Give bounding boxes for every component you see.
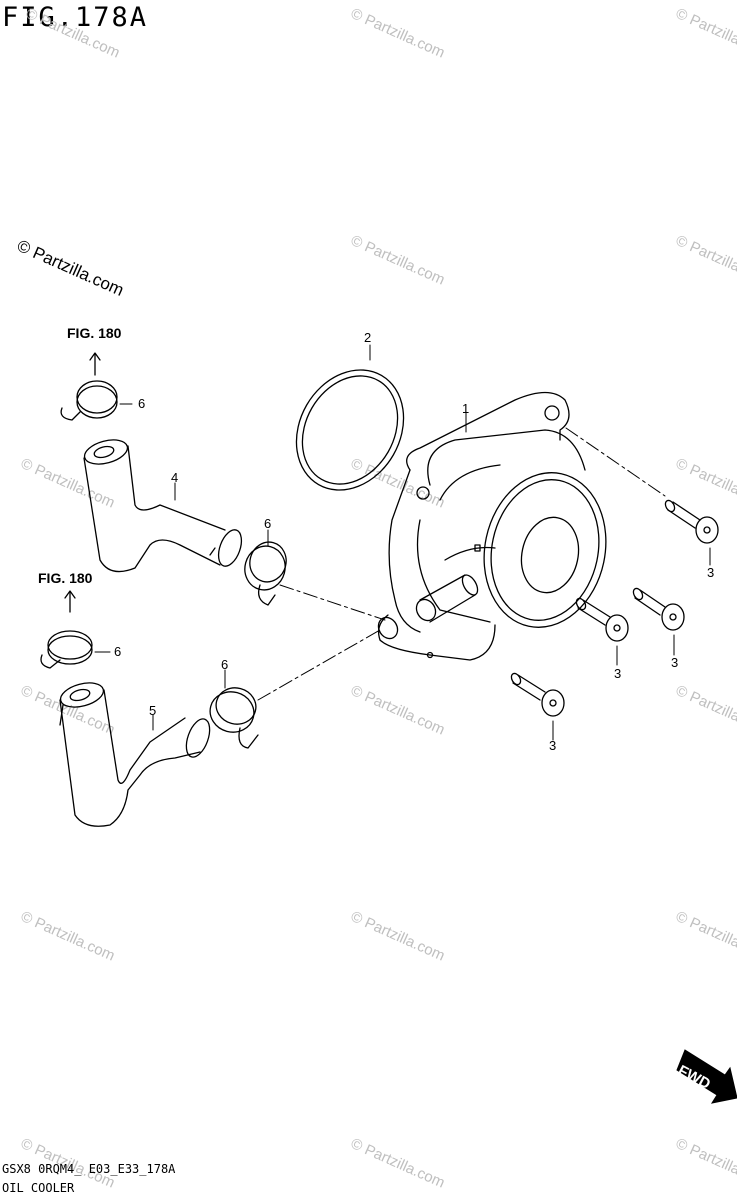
bolt-lower (510, 672, 565, 717)
hose-4 (83, 439, 243, 573)
hose-5 (59, 682, 211, 827)
clamp-lower-mid (209, 687, 259, 749)
bolt-mid-1 (575, 597, 629, 642)
part-name: OIL COOLER (2, 1181, 75, 1195)
bolt-upper-right (664, 499, 719, 544)
clamp-lower-left (40, 630, 93, 669)
callout-bolt: 3 (707, 565, 715, 580)
figure-title: FIG.178A (2, 2, 149, 33)
figure-reference-upper: FIG. 180 (67, 325, 122, 341)
callout-bolt: 3 (671, 655, 679, 670)
callout-bolt: 3 (549, 738, 557, 753)
o-ring (295, 369, 405, 491)
figure-reference-lower: FIG. 180 (38, 570, 93, 586)
callout-clamp: 6 (264, 516, 272, 531)
callout-oil-cooler: 1 (462, 401, 470, 416)
callout-bolt: 3 (614, 666, 622, 681)
bolt-mid-2 (632, 587, 685, 631)
model-code: GSX8 0RQM4_ E03_E33_178A (2, 1162, 176, 1176)
callout-hose-upper: 4 (171, 470, 179, 485)
fwd-arrow-icon (676, 1049, 737, 1104)
callout-clamp: 6 (221, 657, 229, 672)
clamp-upper-left (60, 380, 118, 421)
callout-clamp: 6 (114, 644, 122, 659)
callout-o-ring: 2 (364, 330, 372, 345)
reference-arrows (64, 352, 101, 613)
oil-cooler (377, 391, 607, 661)
leader-lines (94, 344, 711, 741)
callout-clamp: 6 (138, 396, 146, 411)
clamp-upper-mid (244, 541, 287, 606)
callout-hose-lower: 5 (149, 703, 157, 718)
